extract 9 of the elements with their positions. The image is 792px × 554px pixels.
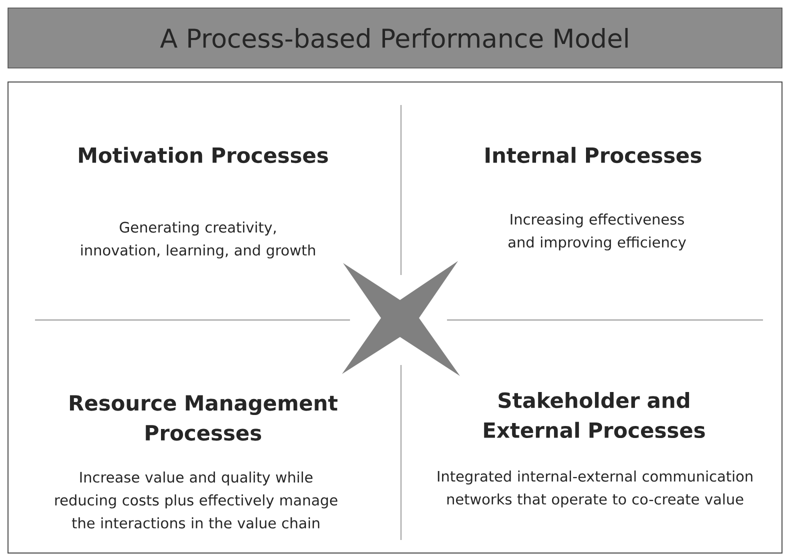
heading: Resource Management Processes <box>70 395 338 441</box>
title-banner: A Process-based Performance Model <box>8 8 782 68</box>
heading: Stakeholder and External Processes <box>484 392 705 438</box>
heading: Internal Processes <box>486 146 702 164</box>
description: Increase value and quality while reducing costs plus effectively manage the interactions in the value chain <box>55 471 338 528</box>
description: Integrated internal-external communication networks that operate to co-create value <box>438 470 752 508</box>
heading: Motivation Processes <box>79 146 328 164</box>
description: Generating creativity, innovation, learning, and growth <box>81 222 315 258</box>
description: Increasing effectiveness and improving efficiency <box>508 214 686 250</box>
